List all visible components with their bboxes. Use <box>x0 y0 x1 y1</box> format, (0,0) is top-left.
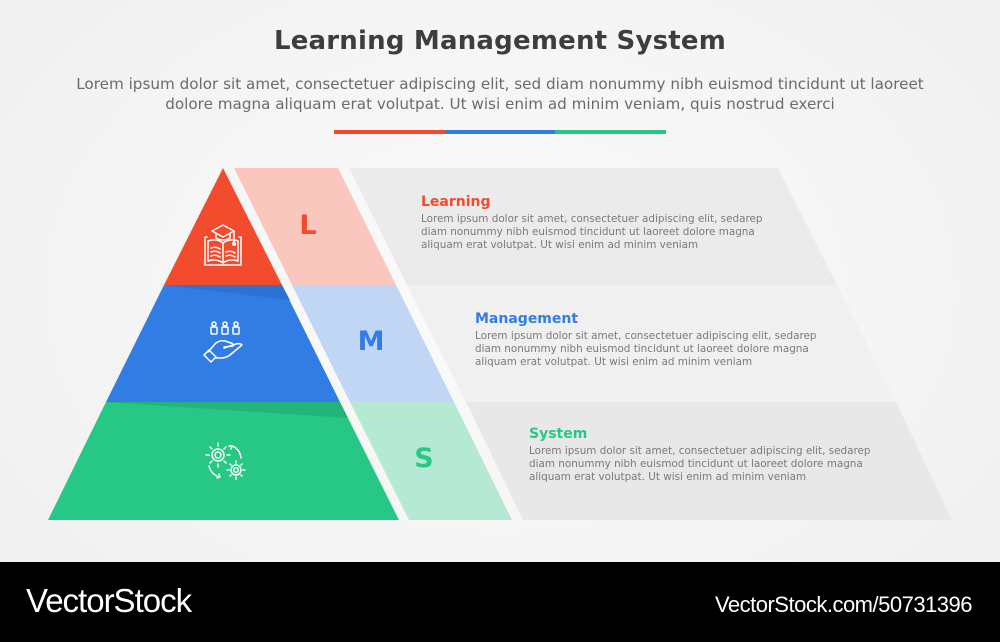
letter-s: S <box>414 443 434 474</box>
gray-band-management <box>407 285 896 402</box>
gray-band-learning <box>349 168 837 285</box>
level-block-learning: Learning Lorem ipsum dolor sit amet, con… <box>421 194 781 252</box>
level-block-management: Management Lorem ipsum dolor sit amet, c… <box>475 311 835 369</box>
level-title-learning: Learning <box>421 194 491 210</box>
footer-bar: VectorStock VectorStock.com/50731396 <box>0 562 1000 642</box>
level-text-learning: Lorem ipsum dolor sit amet, consectetuer… <box>421 213 763 251</box>
divider-green <box>555 130 666 134</box>
level-text-system: Lorem ipsum dolor sit amet, consectetuer… <box>529 445 871 483</box>
hand-people-icon <box>203 321 243 363</box>
gears-cycle-icon <box>205 442 246 480</box>
letter-band-l <box>234 168 396 285</box>
letter-m: M <box>357 326 385 357</box>
divider-blue <box>445 130 555 134</box>
letter-band-m <box>292 285 454 402</box>
pyramid-shadow-system <box>106 402 348 418</box>
pyramid-shadow-management <box>164 285 290 300</box>
letter-l: L <box>299 210 317 241</box>
pyramid-diagram <box>48 168 952 520</box>
page-title: Learning Management System <box>273 26 727 56</box>
letter-band-s <box>350 402 512 520</box>
level-title-management: Management <box>475 311 579 327</box>
divider-red <box>334 130 445 134</box>
level-block-system: System Lorem ipsum dolor sit amet, conse… <box>529 426 889 484</box>
level-text-management: Lorem ipsum dolor sit amet, consectetuer… <box>475 330 817 368</box>
pyramid-level-management <box>106 285 340 402</box>
graduation-book-icon <box>204 224 242 266</box>
footer-url: VectorStock.com/50731396 <box>714 592 973 617</box>
page-subtitle: Lorem ipsum dolor sit amet, consectetuer… <box>76 75 924 113</box>
footer-logo: VectorStock <box>26 582 192 619</box>
level-title-system: System <box>529 426 588 442</box>
pyramid-level-learning <box>164 168 282 285</box>
gray-band-system <box>466 402 952 520</box>
